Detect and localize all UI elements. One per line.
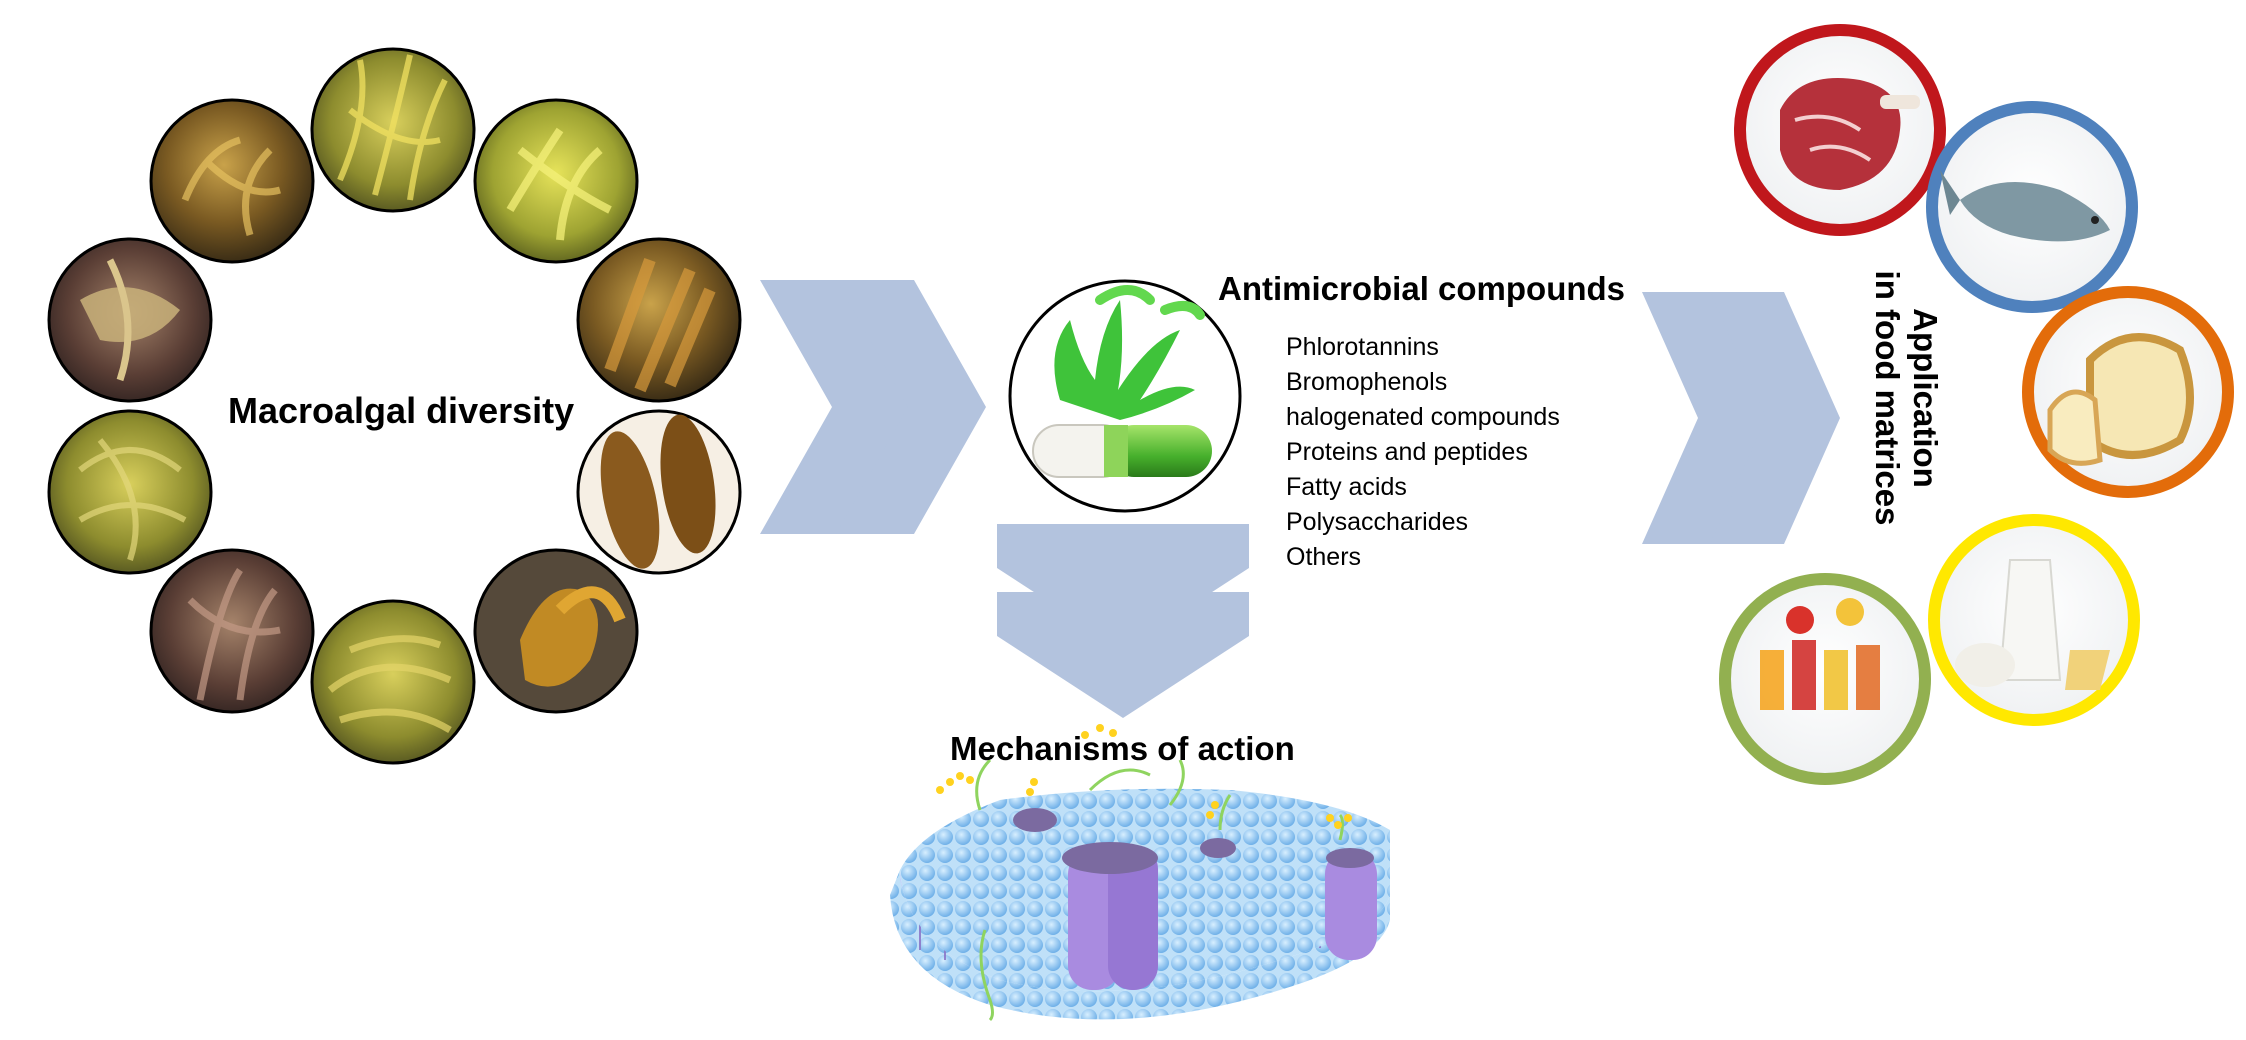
seaweed-thumbnail-dulse (149, 548, 315, 714)
compound-capsule-icon (1008, 279, 1242, 513)
arrow-compounds-to-application (1642, 292, 1840, 544)
mechanisms-of-action-title: Mechanisms of action (950, 730, 1295, 767)
food-circle-bread (2022, 286, 2234, 498)
seaweed-thumbnail-kelp-strands (310, 47, 476, 213)
seaweed-thumbnail-sea-lettuce (473, 98, 639, 264)
compound-item: Phlorotannins (1286, 333, 1439, 361)
seaweed-thumbnail-kelp-blades (576, 237, 742, 403)
compound-item: Proteins and peptides (1286, 438, 1528, 466)
macroalgal-diversity-title: Macroalgal diversity (228, 390, 575, 431)
application-title-line1: Application (1907, 308, 1944, 488)
application-title: Application in food matrices (1868, 268, 1944, 528)
antimicrobial-compounds-title: Antimicrobial compounds (1218, 270, 1626, 307)
macroalgae-circle-group (47, 47, 742, 765)
arrow-compounds-to-mechanisms (997, 524, 1249, 718)
seaweed-thumbnail-bladder-wrack (149, 98, 315, 264)
glycan-beads (936, 724, 1352, 829)
food-circle-juices (1719, 573, 1931, 785)
seaweed-thumbnail-giant-kelp (473, 548, 639, 714)
food-circle-fish (1926, 101, 2138, 313)
food-circle-dairy (1928, 514, 2140, 726)
compound-list: Phlorotannins Bromophenols halogenated c… (1286, 330, 1560, 575)
compound-item: Bromophenols (1286, 368, 1448, 396)
membrane-protein-channel (1062, 842, 1158, 990)
seaweed-thumbnail-seed-pods (576, 409, 742, 575)
seaweed-thumbnail-rockweed (310, 599, 476, 765)
food-circle-meat (1734, 24, 1946, 236)
food-circle-group (1719, 24, 2234, 785)
seaweed-thumbnail-sea-oak (47, 237, 213, 403)
compound-item: Fatty acids (1286, 473, 1407, 501)
application-title-line2: in food matrices (1869, 270, 1906, 526)
glycan-chains (975, 758, 1344, 1022)
arrow-macroalgae-to-compounds (760, 280, 986, 534)
seaweed-thumbnail-knotted-wrack (47, 409, 213, 575)
membrane-protein-right (1325, 848, 1377, 960)
cell-membrane-illustration (890, 724, 1390, 1022)
compound-item: Others (1286, 543, 1362, 571)
compound-item: halogenated compounds (1286, 403, 1560, 431)
compound-item: Polysaccharides (1286, 508, 1469, 536)
